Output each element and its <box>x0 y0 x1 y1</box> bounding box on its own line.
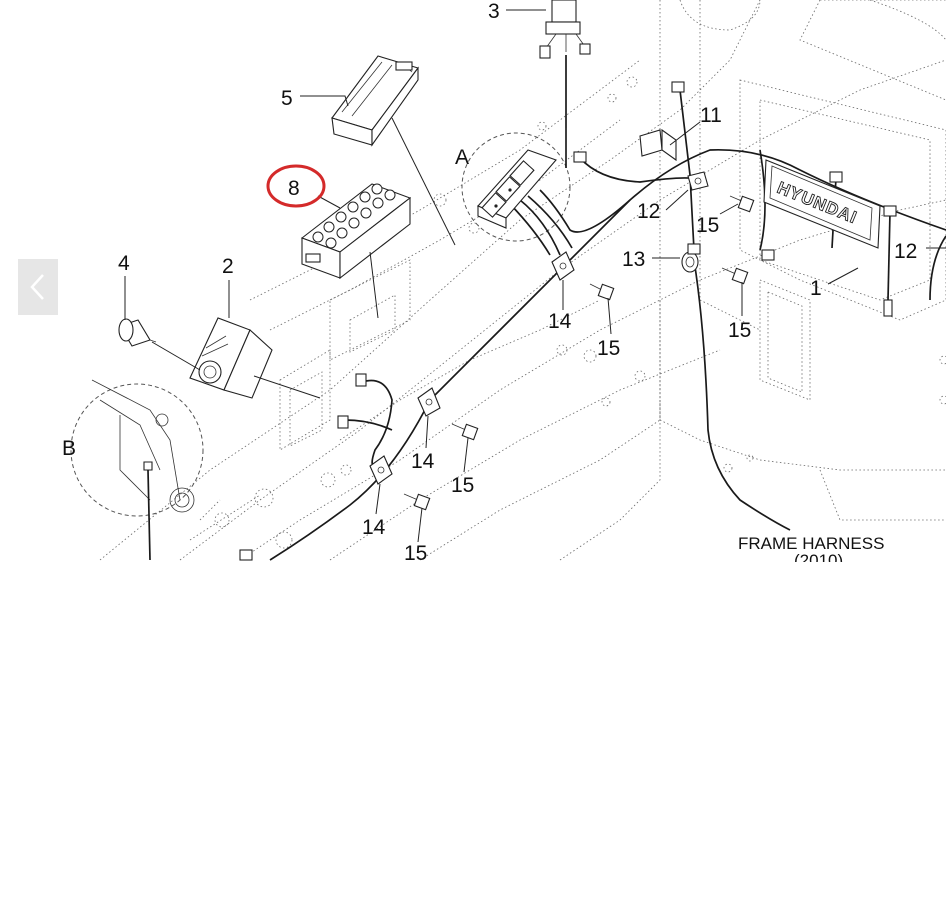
part-5-cover <box>331 55 419 147</box>
bolt-15-b <box>721 267 749 285</box>
harness-connectors <box>239 81 897 561</box>
highlight-circle <box>266 164 326 208</box>
callout-15-a: 15 <box>696 214 719 237</box>
callout-15-c: 15 <box>597 337 620 360</box>
callout-14-a: 14 <box>548 310 572 333</box>
blank-area <box>0 562 946 900</box>
bolt-15-c <box>589 283 615 301</box>
part-8-switch-panel <box>300 183 412 280</box>
callout-13: 13 <box>622 248 645 271</box>
callout-labels: 3 5 8 4 2 A B 11 12 15 13 15 14 15 14 15… <box>62 0 917 570</box>
callout-14-c: 14 <box>362 516 386 539</box>
prev-image-button[interactable] <box>18 259 58 315</box>
callout-12-a: 12 <box>637 200 660 223</box>
callout-5: 5 <box>281 87 293 110</box>
callout-4: 4 <box>118 252 130 275</box>
part-3-connector <box>539 0 591 59</box>
callout-15-e: 15 <box>404 542 427 565</box>
clip-14-c <box>369 455 393 485</box>
clip-12 <box>687 171 709 191</box>
bracket-11 <box>639 128 677 162</box>
leader-lines <box>124 9 946 543</box>
callout-15-b: 15 <box>728 319 751 342</box>
callout-15-d: 15 <box>451 474 474 497</box>
part-4-lighter <box>118 318 157 347</box>
callout-8: 8 <box>288 177 300 200</box>
detail-circle-a <box>461 132 571 242</box>
clip-14-a <box>551 251 575 281</box>
main-harness <box>147 55 946 561</box>
frame-harness-label: FRAME HARNESS <box>738 534 884 553</box>
callout-12-b: 12 <box>894 240 917 263</box>
callout-3: 3 <box>488 0 500 23</box>
callout-2: 2 <box>222 255 234 278</box>
part-2-socket <box>189 317 273 399</box>
clip-14-b <box>417 387 441 417</box>
bolt-15-e <box>403 493 431 511</box>
callout-detail-a: A <box>455 146 469 169</box>
brand-plate: HYUNDAI <box>763 159 881 249</box>
detail-circle-b <box>70 379 204 517</box>
bolt-15-a <box>729 195 755 213</box>
callout-1: 1 <box>810 277 822 300</box>
callout-11: 11 <box>700 104 722 127</box>
bolt-15-d <box>451 423 479 441</box>
grommet-13 <box>681 251 699 273</box>
callout-14-b: 14 <box>411 450 435 473</box>
detail-a-switch-assembly <box>477 149 557 229</box>
chevron-left-icon <box>30 274 44 300</box>
callout-detail-b: B <box>62 437 76 460</box>
